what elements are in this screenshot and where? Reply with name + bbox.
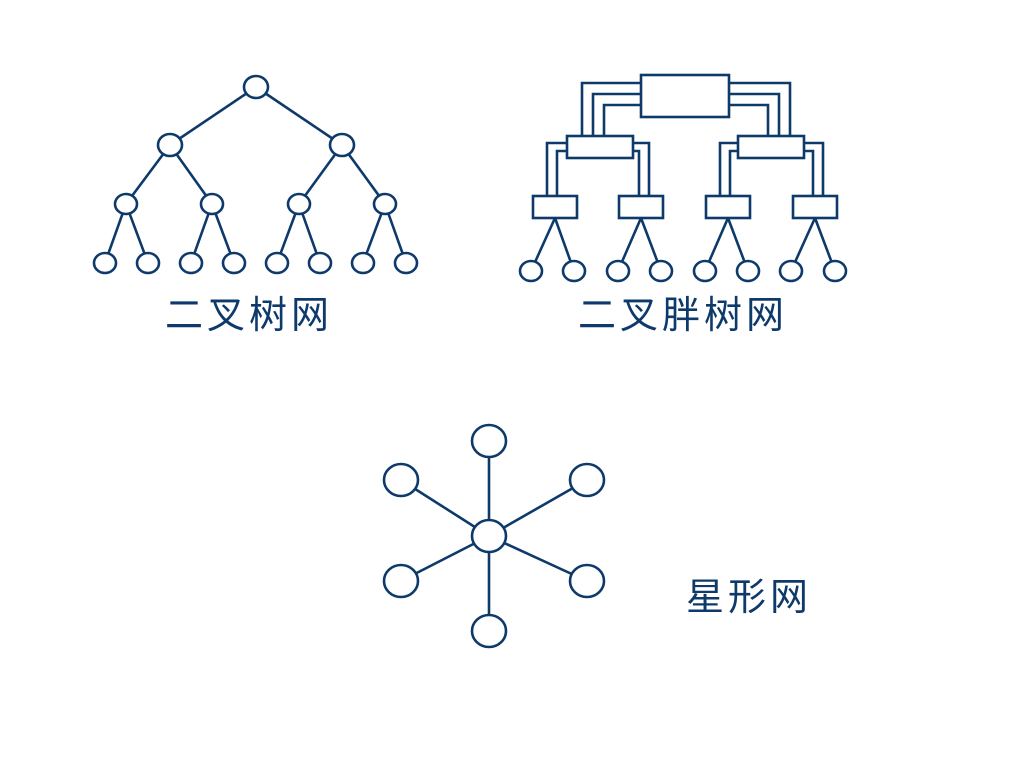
hub-node (470, 518, 508, 554)
fat-link (728, 149, 738, 196)
fat-link (729, 92, 781, 136)
leaf-node (561, 259, 587, 283)
fat-mid-switch (736, 134, 806, 160)
switch-node (113, 192, 139, 216)
star-edge (487, 478, 589, 538)
fat-link (804, 141, 825, 196)
leaf-node (778, 259, 804, 283)
star-leaf-node (470, 613, 508, 649)
switch-node (372, 192, 398, 216)
fat-link (633, 141, 651, 196)
leaf-node (393, 251, 419, 275)
switch-node (286, 192, 312, 216)
binary-tree-network (92, 74, 419, 275)
tree-edge (254, 85, 344, 147)
star-leaf-node (470, 423, 508, 459)
leaf-node (350, 251, 376, 275)
fat-link (729, 81, 792, 136)
leaf-node (648, 259, 674, 283)
leaf-node (307, 251, 333, 275)
leaf-node (92, 251, 118, 275)
star-leaf-node (568, 563, 606, 599)
leaf-node (135, 251, 161, 275)
leaf-node (735, 259, 761, 283)
fat-link (602, 103, 641, 136)
fat-link (545, 141, 567, 196)
leaf-node (264, 251, 290, 275)
fat-link (633, 149, 641, 196)
binary-tree-label: 二叉树网 (165, 293, 334, 337)
tree-edge (168, 85, 258, 147)
switch-node (328, 132, 356, 158)
fat-tree-network (518, 73, 848, 283)
leaf-node (692, 259, 718, 283)
fat-tree-label: 二叉胖树网 (578, 293, 789, 337)
fat-edge-switch (617, 194, 665, 220)
leaf-node (605, 259, 631, 283)
root-node (242, 74, 270, 100)
switch-node (199, 192, 225, 216)
leaf-node (518, 259, 544, 283)
fat-edge-switch (704, 194, 752, 220)
star-network (382, 423, 606, 649)
leaf-node (178, 251, 204, 275)
star-leaf-node (382, 563, 420, 599)
fat-link (804, 149, 815, 196)
fat-link (580, 81, 641, 136)
fat-root-switch (639, 73, 731, 119)
fat-link (729, 103, 770, 136)
fat-edge-switch (791, 194, 839, 220)
star-leaf-node (382, 462, 420, 498)
switch-node (156, 132, 184, 158)
fat-edge-switch (531, 194, 579, 220)
fat-mid-switch (565, 134, 635, 160)
fat-link (718, 141, 738, 196)
star-leaf-node (568, 462, 606, 498)
fat-link (555, 149, 567, 196)
leaf-node (221, 251, 247, 275)
star-network-label: 星形网 (686, 575, 813, 619)
leaf-node (822, 259, 848, 283)
fat-link (591, 92, 641, 136)
